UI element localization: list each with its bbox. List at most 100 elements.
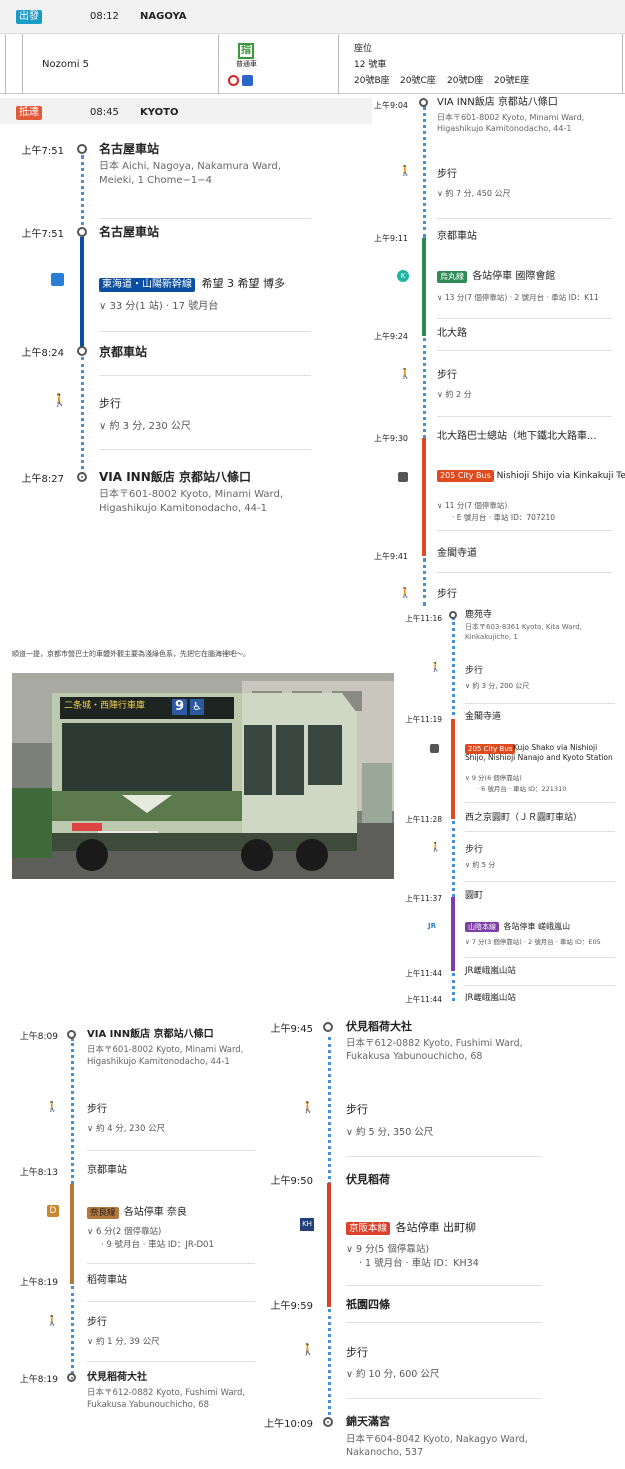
stop-kyoto-station[interactable]: 京都車站 — [87, 1165, 127, 1176]
wifi-icon — [242, 75, 253, 86]
sanin-line-label: 山陰本線 各站停車 嵯峨嵐山 — [465, 922, 571, 933]
ride-details-toggle[interactable]: ∨ 11 分(7 個停靠站) — [437, 501, 507, 510]
stop-address: 日本〒603-8361 Kyoto, Kita Ward, Kinkakujic… — [465, 623, 582, 641]
walk-icon: 🚶 — [46, 1102, 59, 1113]
accessibility-icon: ♿ — [190, 699, 204, 715]
stop-nagoya[interactable]: 名古屋車站 — [99, 142, 160, 156]
walk-details-toggle[interactable]: ∨ 約 3 分, 230 公尺 — [99, 421, 191, 433]
chevron-down-icon: ∨ — [87, 1124, 94, 1134]
walk-label: 步行 — [437, 169, 457, 180]
bus-destination: Nishioji Shijo via Kinkakuji Temple — [496, 471, 625, 481]
route-panel-nagoya-kyoto: 上午7:51 名古屋車站 日本 Aichi, Nagoya, Nakamura … — [0, 125, 372, 535]
chevron-down-icon: ∨ — [465, 861, 471, 869]
walk-details-toggle[interactable]: ∨ 約 1 分, 39 公尺 — [87, 1337, 160, 1347]
time-7-51-b: 上午7:51 — [21, 229, 64, 240]
stop-address: 日本〒604-8042 Kyoto, Nakagyo Ward, Nakanoc… — [346, 1434, 528, 1459]
walk-info: 約 2 分 — [445, 390, 472, 399]
sanin-badge: 山陰本線 — [465, 922, 499, 933]
stop-gion-shijo[interactable]: 祇園四條 — [346, 1298, 390, 1311]
stop-kitaoji[interactable]: 北大路 — [437, 328, 467, 339]
time-8-09: 上午8:09 — [19, 1032, 58, 1042]
seat-label: 座位 — [354, 44, 373, 54]
time-9-45: 上午9:45 — [270, 1024, 313, 1035]
keihan-badge: 京阪本線 — [346, 1222, 391, 1236]
ride-details-toggle[interactable]: ∨ 6 分(2 個停靠站) — [87, 1227, 161, 1237]
walk-details-toggle[interactable]: ∨ 約 5 分 — [465, 861, 495, 869]
stop-kinkakuji-michi[interactable]: 金閣寺道 — [465, 712, 502, 722]
walk-icon: 🚶 — [46, 1316, 59, 1327]
walk-details-toggle[interactable]: ∨ 約 7 分, 450 公尺 — [437, 189, 510, 199]
stop-address: 日本〒601-8002 Kyoto, Minami Ward, Higashik… — [87, 1045, 244, 1067]
walk-icon: 🚶 — [399, 369, 412, 380]
stop-via-inn[interactable]: VIA INN飯店 京都站八條口 — [87, 1029, 214, 1040]
walk-label: 步行 — [87, 1317, 107, 1328]
bus-205-badge: 205 City Bus — [465, 744, 516, 755]
shinkansen-line-label: 東海道・山陽新幹線 希望 3 希望 博多 — [99, 277, 285, 292]
stop-marker — [77, 227, 87, 237]
sanin-destination: 各站停車 嵯峨嵐山 — [503, 922, 571, 931]
time-8-19-b: 上午8:19 — [19, 1375, 58, 1385]
stop-rokuonji[interactable]: 鹿苑寺 — [465, 610, 493, 620]
stop-nishinokyo-enmachi[interactable]: 西之京圓町（ＪＲ圓町車站） — [465, 813, 583, 823]
walk-details-toggle[interactable]: ∨ 約 10 分, 600 公尺 — [346, 1369, 439, 1380]
ride-details-toggle[interactable]: ∨ 33 分(1 站) · 17 號月台 — [99, 301, 218, 313]
ride-details-toggle[interactable]: ∨ 7 分(3 個停靠站) · 2 號月台 · 車站 ID：E05 — [465, 938, 601, 947]
stop-fushimi-inari-taisha[interactable]: 伏見稻荷大社 — [87, 1372, 147, 1383]
walk-info: 約 3 分, 230 公尺 — [109, 421, 191, 432]
stop-fushimi-inari-taisha[interactable]: 伏見稻荷大社 — [346, 1020, 412, 1033]
time-9-59: 上午9:59 — [270, 1301, 313, 1312]
arrive-badge: 抵達 — [16, 106, 42, 120]
walk-details-toggle[interactable]: ∨ 約 4 分, 230 公尺 — [87, 1124, 165, 1134]
chevron-down-icon: ∨ — [437, 293, 443, 302]
stop-nagoya-station[interactable]: 名古屋車站 — [99, 225, 160, 239]
walk-label: 步行 — [346, 1346, 368, 1359]
bus-205-badge: 205 City Bus — [437, 470, 494, 482]
walk-label: 步行 — [465, 666, 484, 676]
destination-marker — [67, 1373, 76, 1382]
stop-address: 日本〒601-8002 Kyoto, Minami Ward, Higashik… — [437, 113, 585, 134]
bus-line-label: 205 City Bus Nishioji Shijo via Kinkakuj… — [437, 470, 625, 482]
stop-fushimi-inari[interactable]: 伏見稻荷 — [346, 1173, 390, 1186]
ride-details-toggle[interactable]: ∨ 9 分(6 個停靠站) — [465, 774, 522, 783]
stop-kyoto-station[interactable]: 京都車站 — [99, 345, 148, 359]
train-name: Nozomi 5 — [42, 59, 90, 70]
shinkansen-destination: 希望 3 希望 博多 — [201, 277, 286, 290]
walk-info: 約 7 分, 450 公尺 — [445, 189, 511, 198]
chevron-down-icon: ∨ — [346, 1244, 353, 1255]
walk-label: 步行 — [87, 1104, 107, 1115]
walk-details-toggle[interactable]: ∨ 約 3 分, 200 公尺 — [465, 682, 529, 690]
time-9-30: 上午9:30 — [374, 434, 408, 443]
stop-marker — [77, 144, 87, 154]
stop-enmachi[interactable]: 圓町 — [465, 891, 484, 901]
stop-nishiki-tenmangu[interactable]: 錦天滿宮 — [346, 1415, 390, 1428]
depart-city: NAGOYA — [140, 11, 187, 22]
nara-destination: 各站停車 奈良 — [123, 1207, 187, 1218]
stop-address: 日本〒612-0882 Kyoto, Fushimi Ward, Fukakus… — [87, 1388, 246, 1410]
time-8-19-a: 上午8:19 — [19, 1278, 58, 1288]
walk-details-toggle[interactable]: ∨ 約 5 分, 350 公尺 — [346, 1127, 433, 1138]
chevron-down-icon: ∨ — [437, 189, 443, 198]
ride-details-toggle[interactable]: ∨ 13 分(7 個停靠站) · 2 號月台 · 車站 ID：K11 — [437, 293, 599, 302]
arrive-city: KYOTO — [140, 107, 179, 118]
stop-kinkakuji-michi[interactable]: 金閣寺道 — [437, 548, 477, 559]
stop-via-inn[interactable]: VIA INN飯店 京都站八條口 — [437, 97, 558, 108]
ride-details-toggle[interactable]: ∨ 9 分(5 個停靠站) — [346, 1244, 429, 1255]
ticket-header: 出發 08:12 NAGOYA Nozomi 5 指 普通車 座位 12 號車 … — [0, 0, 625, 124]
stop-inari-station[interactable]: 稻荷車站 — [87, 1275, 127, 1286]
stop-marker — [67, 1030, 76, 1039]
walk-icon: 🚶 — [430, 663, 442, 673]
time-11-37: 上午11:37 — [405, 894, 442, 903]
walk-info: 約 4 分, 230 公尺 — [95, 1124, 166, 1134]
stop-kitaoji-bus-terminal[interactable]: 北大路巴士總站（地下鐵北大路車... — [437, 431, 597, 442]
stop-kyoto-station[interactable]: 京都車站 — [437, 231, 477, 242]
ride-info: 7 分(3 個停靠站) · 2 號月台 · 車站 ID：E05 — [471, 938, 601, 946]
stop-via-inn[interactable]: VIA INN飯店 京都站八條口 — [99, 470, 251, 484]
walk-details-toggle[interactable]: ∨ 約 2 分 — [437, 390, 472, 400]
keihan-destination: 各站停車 出町柳 — [395, 1221, 477, 1234]
walk-icon: 🚶 — [430, 843, 442, 853]
stop-address: 日本〒612-0882 Kyoto, Fushimi Ward, Fukakus… — [346, 1038, 523, 1063]
bus-photo-illustration — [12, 673, 394, 879]
stop-saga-arashiyama[interactable]: JR嵯峨嵐山站 — [465, 966, 516, 976]
bus-icon — [398, 472, 408, 482]
route-panel-nishiki: 上午9:45 伏見稻荷大社 日本〒612-0882 Kyoto, Fushimi… — [264, 1015, 555, 1469]
